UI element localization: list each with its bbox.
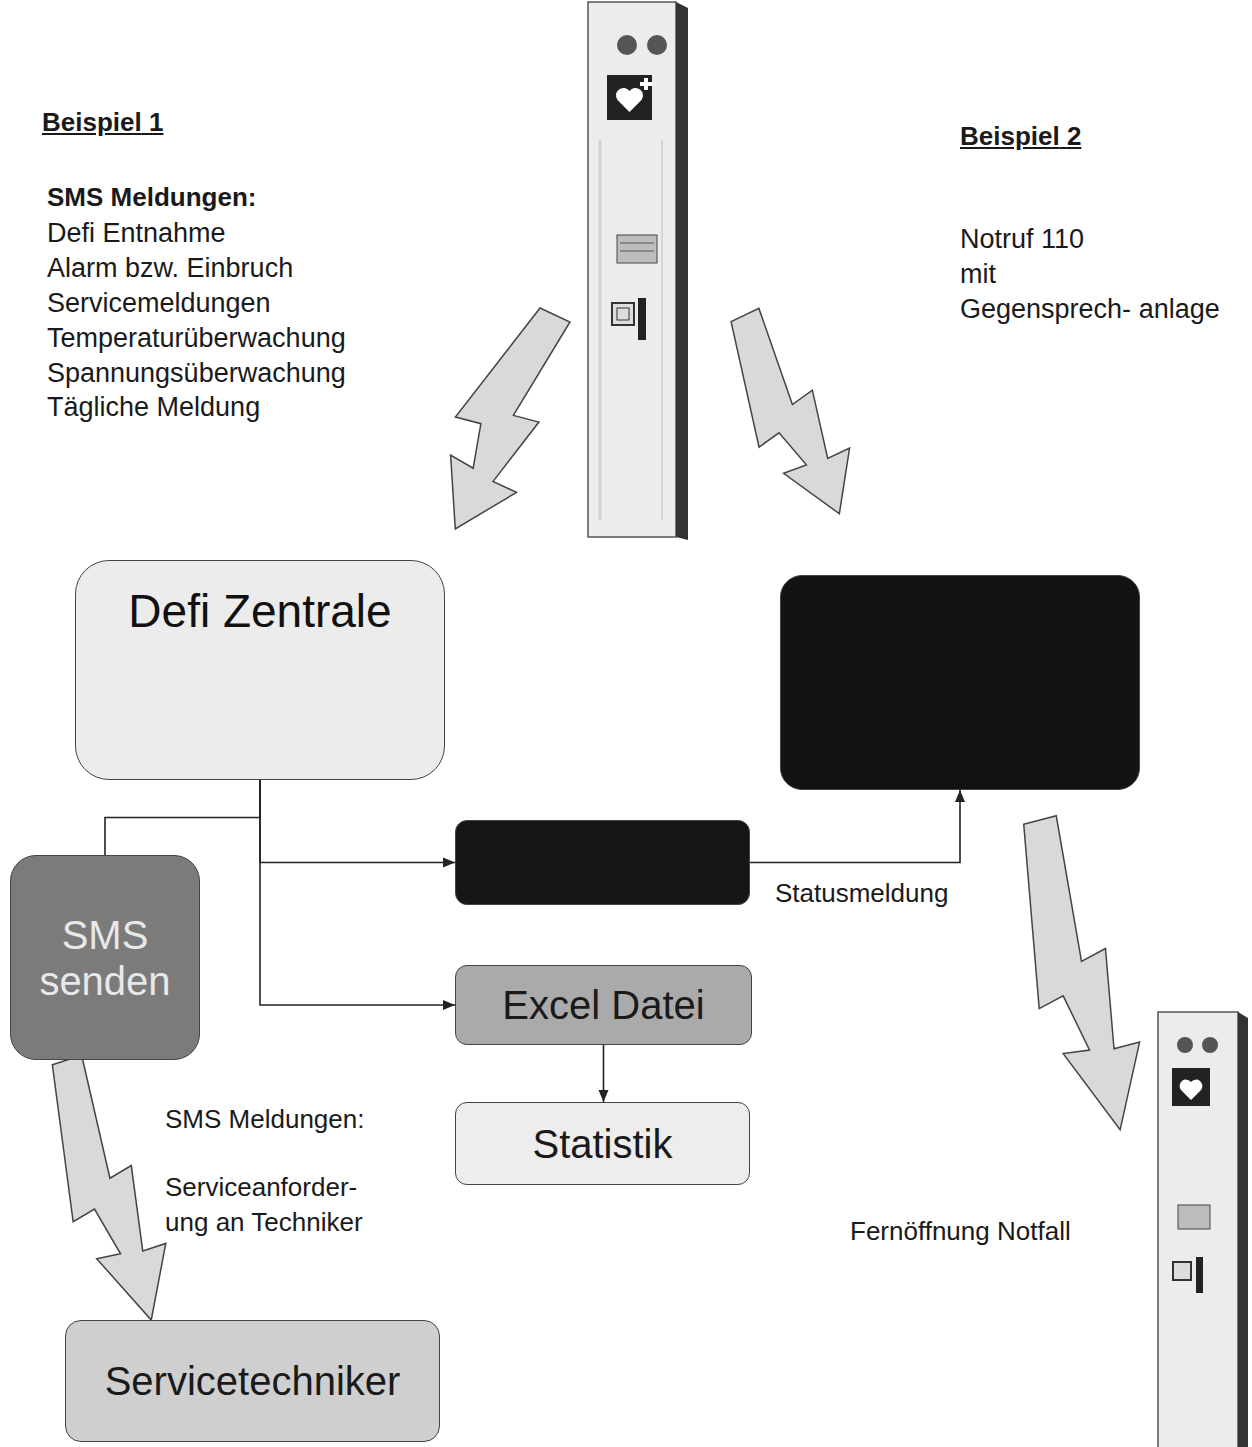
aed-heart (616, 88, 643, 112)
connector (750, 790, 965, 863)
pillar-body (1158, 1012, 1238, 1447)
statistics-box: Statistik (455, 1102, 750, 1185)
pillar-slot (1196, 1257, 1203, 1293)
arrowhead (443, 858, 455, 868)
dark-box (780, 575, 1140, 790)
text-label: Serviceanforder- ung an Techniker (165, 1170, 363, 1240)
pillar-side (1238, 1012, 1248, 1447)
heading-label: SMS Meldungen: (47, 181, 256, 215)
connector-line (260, 780, 455, 1005)
aed-sign (1172, 1068, 1210, 1106)
text-label: Fernöffnung Notfall (850, 1215, 1071, 1249)
pillar-texture (599, 140, 602, 520)
pillar-display (617, 235, 657, 263)
text-label: Temperaturüberwachung (47, 321, 346, 356)
box-label: Statistik (532, 1121, 672, 1167)
lightning-arrow (705, 299, 873, 533)
connector-line (750, 790, 960, 863)
pillar-display-line (620, 251, 654, 252)
connector-line (260, 780, 455, 863)
box-label: Excel Datei (502, 982, 704, 1028)
pillar-button (647, 35, 667, 55)
sms-box: SMS senden (10, 855, 200, 1060)
connector (260, 780, 455, 1010)
text-label: SMS Meldungen: (165, 1103, 364, 1137)
arrowhead (599, 1090, 609, 1102)
defibrillator-pillar (1158, 1012, 1248, 1447)
dark-box (455, 820, 750, 905)
pillar-button (617, 35, 637, 55)
technician-box: Servicetechniker (65, 1320, 440, 1442)
box-label: Servicetechniker (105, 1358, 401, 1404)
central-box: Defi Zentrale (75, 560, 445, 780)
pillar-keypad (612, 303, 634, 325)
text-label: Alarm bzw. Einbruch (47, 251, 293, 286)
aed-heart (1180, 1080, 1203, 1100)
defibrillator-pillar (588, 2, 688, 540)
lightning-arrow (994, 810, 1160, 1142)
pillar-display-line (620, 243, 654, 244)
connector-line (105, 780, 260, 855)
pillar-display (1178, 1205, 1210, 1229)
pillar-slot (638, 298, 646, 340)
text-label: Defi Entnahme (47, 216, 226, 251)
text-label: Notruf 110 mit Gegensprech- anlage (960, 222, 1220, 327)
text-label: Tägliche Meldung (47, 390, 260, 425)
text-label: Spannungsüberwachung (47, 356, 346, 391)
connector (599, 1045, 609, 1102)
file-box: Excel Datei (455, 965, 752, 1045)
aed-cross (640, 78, 652, 90)
pillar-button (1202, 1037, 1218, 1053)
arrowhead (955, 790, 965, 802)
pillar-keypad (1173, 1262, 1191, 1280)
box-label: SMS senden (39, 912, 170, 1004)
pillar-texture (661, 140, 663, 520)
pillar-body (588, 2, 676, 537)
box-label: Defi Zentrale (128, 585, 391, 638)
pillar-button (1177, 1037, 1193, 1053)
lightning-arrow (412, 295, 591, 546)
connector (105, 780, 260, 855)
connector (25, 1048, 187, 1333)
heading-label: Beispiel 2 (960, 120, 1081, 154)
connector (260, 780, 455, 868)
edge-label: Statusmeldung (775, 877, 948, 911)
heading-label: Beispiel 1 (42, 106, 163, 140)
text-label: Servicemeldungen (47, 286, 271, 321)
pillar-keypad-inner (617, 308, 629, 320)
pillar-side (676, 2, 688, 540)
lightning-arrow (25, 1048, 187, 1333)
arrowhead (443, 1000, 455, 1010)
aed-sign (607, 75, 652, 120)
